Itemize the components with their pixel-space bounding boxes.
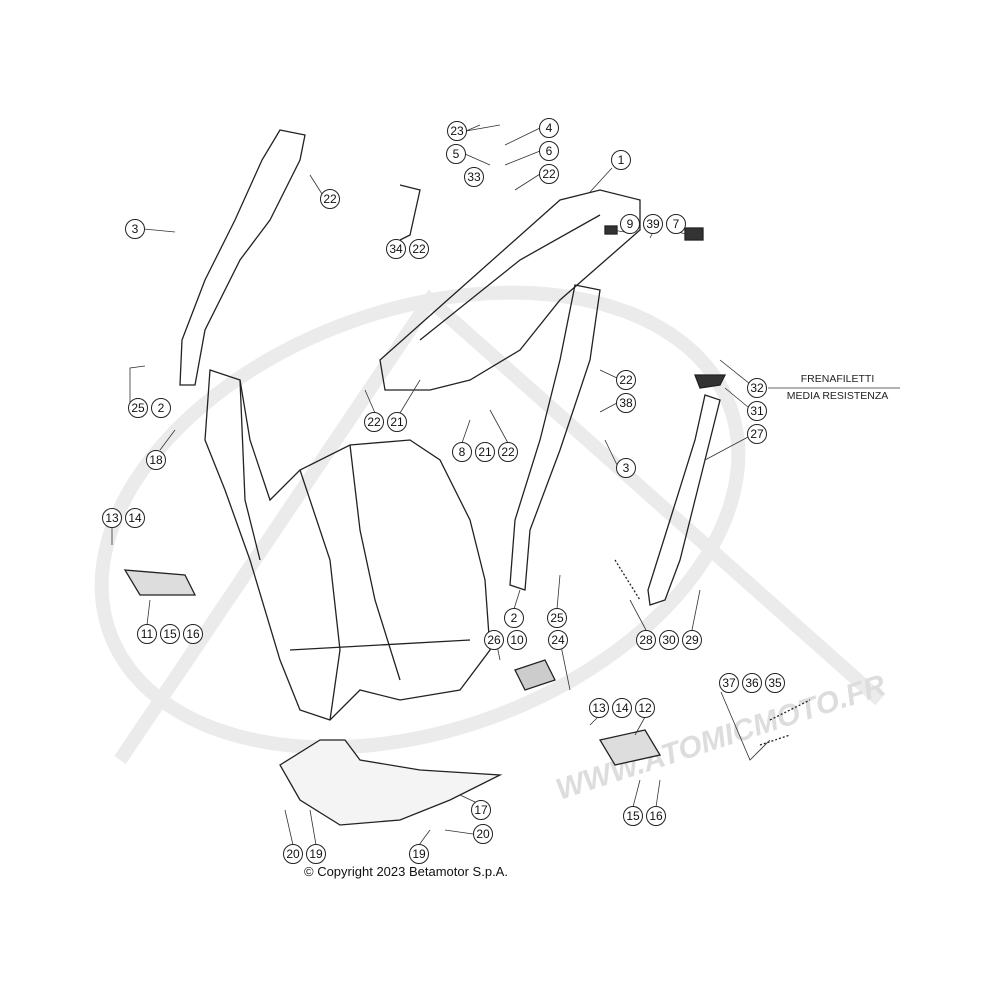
part-callout[interactable]: 32 [747, 378, 767, 398]
part-callout[interactable]: 12 [635, 698, 655, 718]
part-callout[interactable]: 33 [464, 167, 484, 187]
chain-guide [514, 659, 556, 691]
part-callout[interactable]: 20 [473, 824, 493, 844]
part-callout[interactable]: 30 [659, 630, 679, 650]
side-stand [647, 394, 721, 606]
part-callout[interactable]: 15 [623, 806, 643, 826]
part-callout[interactable]: 19 [306, 844, 326, 864]
watermark-logo [94, 285, 885, 764]
part-callout[interactable]: 34 [386, 239, 406, 259]
part-callout[interactable]: 22 [409, 239, 429, 259]
part-callout[interactable]: 31 [747, 401, 767, 421]
part-callout[interactable]: 27 [747, 424, 767, 444]
part-callout[interactable]: 21 [387, 412, 407, 432]
part-callout[interactable]: 38 [616, 393, 636, 413]
part-callout[interactable]: 35 [765, 673, 785, 693]
part-callout[interactable]: 25 [547, 608, 567, 628]
right-subframe-rail [509, 284, 601, 591]
part-callout[interactable]: 22 [364, 412, 384, 432]
part-callout[interactable]: 20 [283, 844, 303, 864]
part-callout[interactable]: 2 [504, 608, 524, 628]
part-callout[interactable]: 13 [102, 508, 122, 528]
left-subframe-rail [179, 129, 306, 386]
part-callout[interactable]: 4 [539, 118, 559, 138]
part-callout[interactable]: 39 [643, 214, 663, 234]
part-callout[interactable]: 9 [620, 214, 640, 234]
part-callout[interactable]: 28 [636, 630, 656, 650]
part-callout[interactable]: 36 [742, 673, 762, 693]
threadlocker-note-line1: FRENAFILETTI [800, 373, 875, 385]
part-callout[interactable]: 8 [452, 442, 472, 462]
part-callout[interactable]: 15 [160, 624, 180, 644]
main-frame [204, 369, 491, 721]
part-callout[interactable]: 2 [151, 398, 171, 418]
spring-pair [759, 699, 811, 746]
part-callout[interactable]: 1 [611, 150, 631, 170]
part-callout[interactable]: 37 [719, 673, 739, 693]
part-callout[interactable]: 17 [471, 800, 491, 820]
part-callout[interactable]: 22 [320, 189, 340, 209]
part-callout[interactable]: 10 [507, 630, 527, 650]
part-callout[interactable]: 11 [137, 624, 157, 644]
part-callout[interactable]: 26 [484, 630, 504, 650]
part-callout[interactable]: 6 [539, 141, 559, 161]
rear-subframe [379, 189, 641, 391]
part-callout[interactable]: 14 [125, 508, 145, 528]
part-callout[interactable]: 5 [446, 144, 466, 164]
part-callout[interactable]: 23 [447, 121, 467, 141]
part-callout[interactable]: 22 [498, 442, 518, 462]
part-callout[interactable]: 13 [589, 698, 609, 718]
part-callout[interactable]: 24 [548, 630, 568, 650]
copyright-text: © Copyright 2023 Betamotor S.p.A. [304, 864, 508, 879]
threadlocker-note-line2: MEDIA RESISTENZA [786, 390, 889, 402]
part-callout[interactable]: 21 [475, 442, 495, 462]
part-callout[interactable]: 16 [183, 624, 203, 644]
part-callout[interactable]: 18 [146, 450, 166, 470]
part-callout[interactable]: 25 [128, 398, 148, 418]
part-callout[interactable]: 3 [616, 458, 636, 478]
left-footpeg [123, 569, 197, 596]
leader-lines [111, 124, 900, 846]
skid-plate [279, 739, 503, 826]
part-callout[interactable]: 3 [125, 219, 145, 239]
part-callout[interactable]: 22 [539, 164, 559, 184]
right-footpeg [598, 729, 662, 766]
part-callout[interactable]: 7 [666, 214, 686, 234]
part-callout[interactable]: 14 [612, 698, 632, 718]
part-callout[interactable]: 19 [409, 844, 429, 864]
stand-spring [614, 559, 641, 601]
part-callout[interactable]: 16 [646, 806, 666, 826]
part-callout[interactable]: 22 [616, 370, 636, 390]
part-callout[interactable]: 29 [682, 630, 702, 650]
